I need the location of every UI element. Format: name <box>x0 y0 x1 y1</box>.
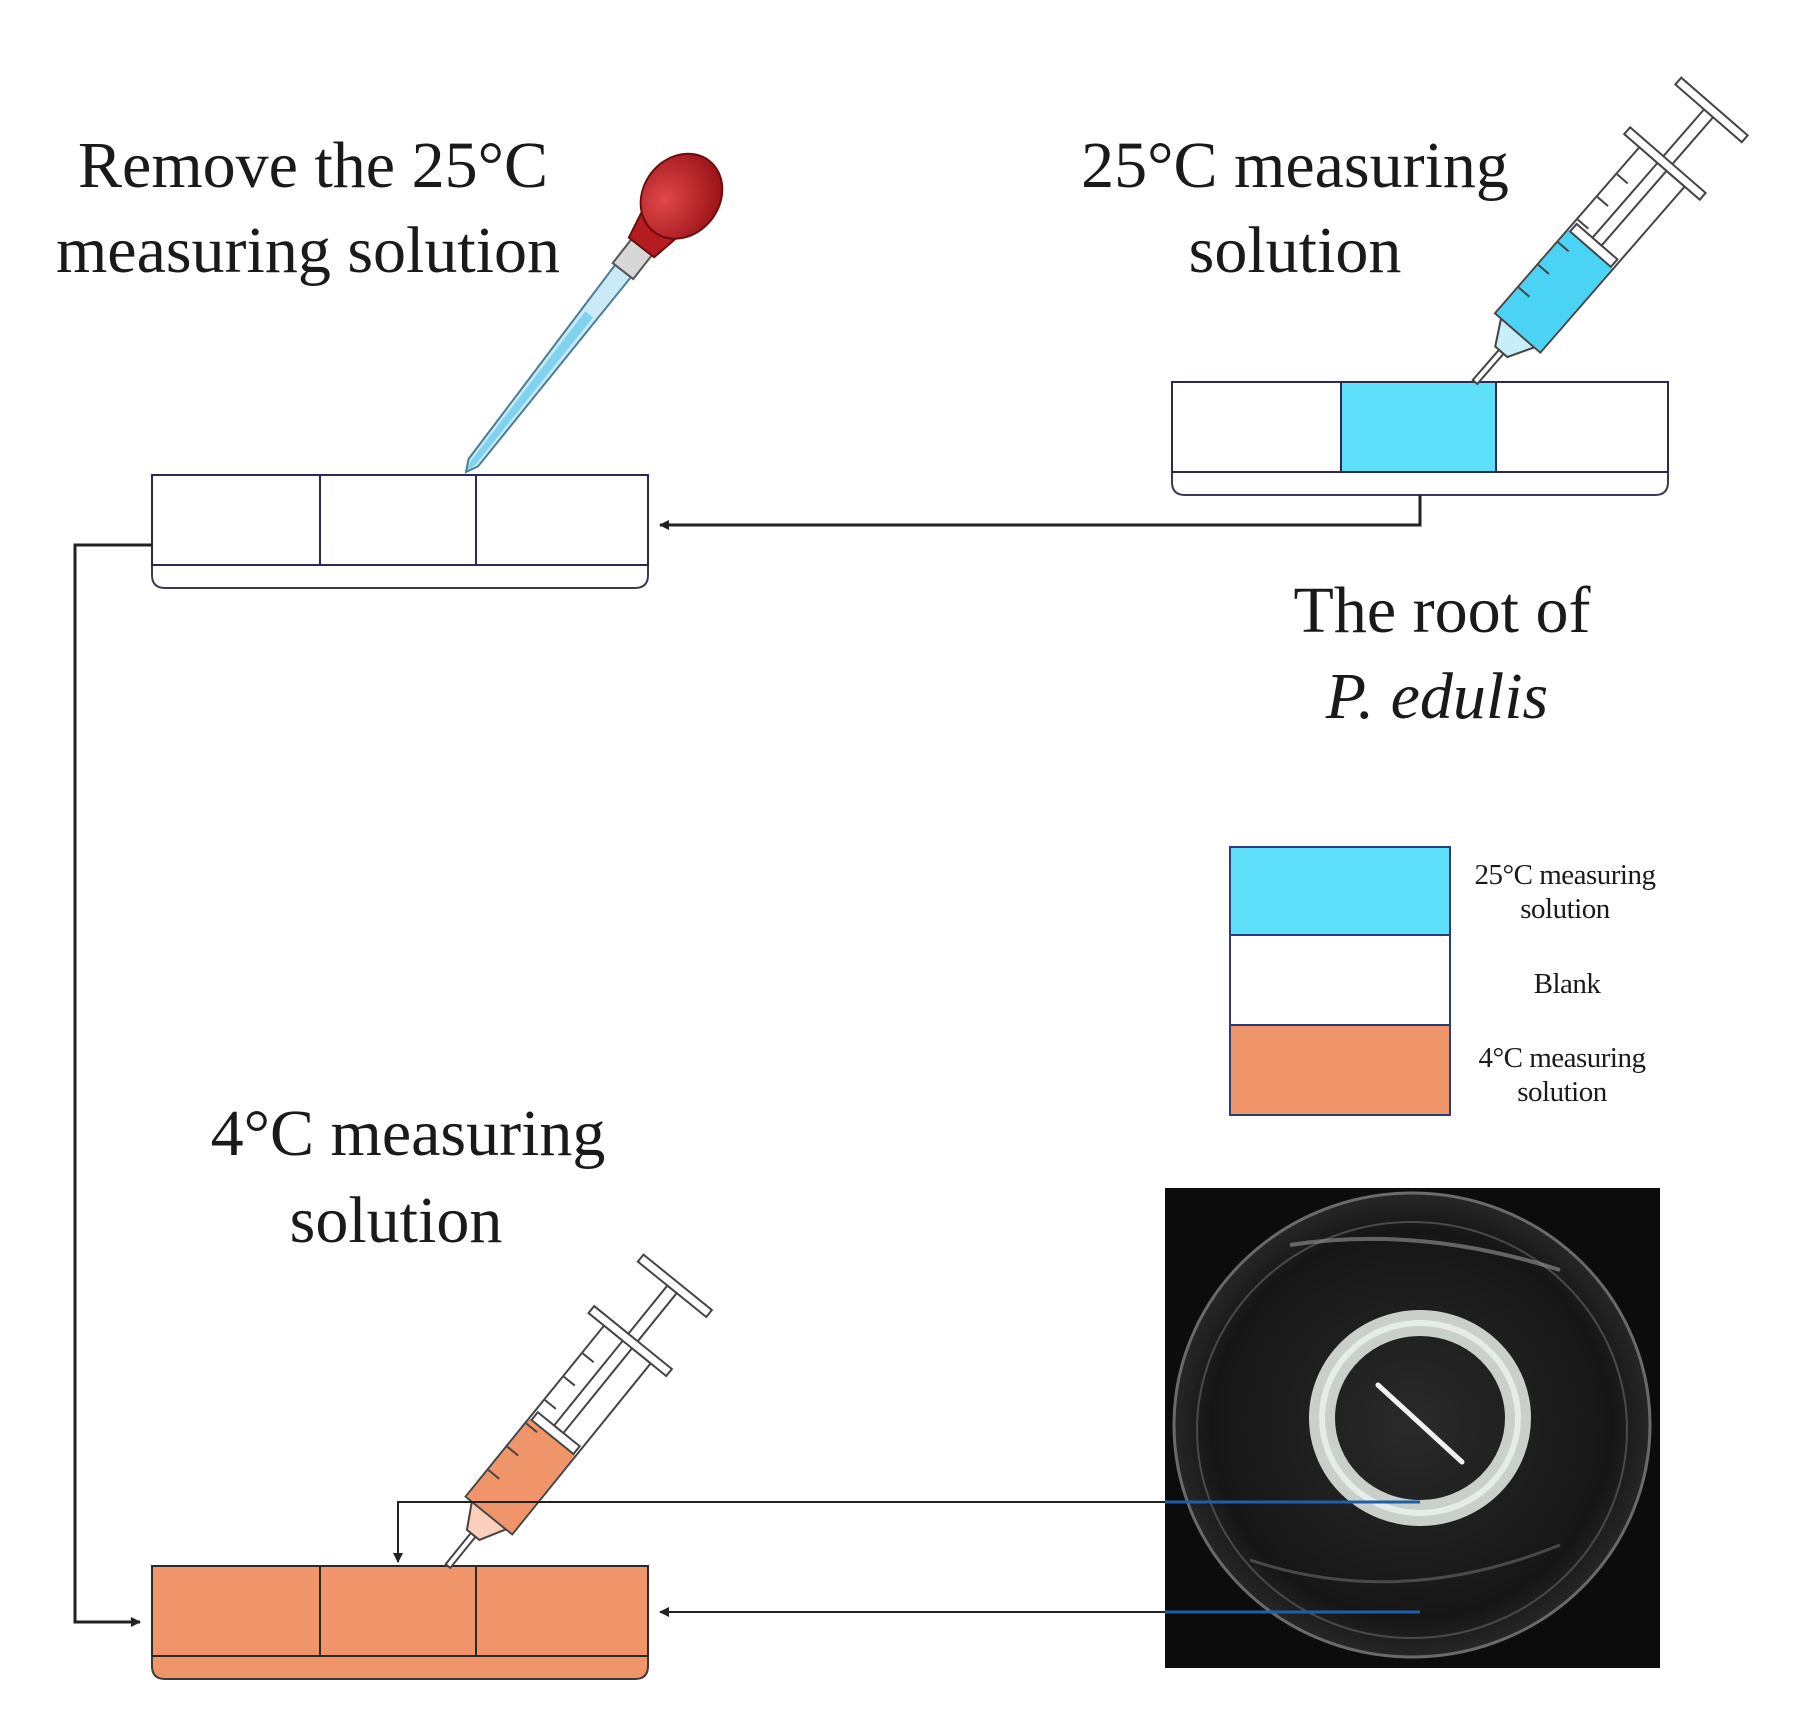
cold-solution-label-line1: 4°C measuring <box>211 1097 606 1170</box>
cold-solution-label-line2: solution <box>290 1184 503 1257</box>
warm-solution-label-line2: solution <box>1189 214 1402 287</box>
dropper-icon <box>464 152 724 474</box>
root-label-line2: P. edulis <box>1325 660 1548 733</box>
arrow-ring-to-middle-well <box>393 1501 1165 1563</box>
top-right-tray <box>1171 381 1669 496</box>
syringe-icon <box>444 1253 714 1570</box>
top-left-tray <box>151 474 649 589</box>
arrow-top-right-to-top-left <box>659 495 1422 530</box>
legend-warm-line2: solution <box>1520 893 1610 925</box>
legend-cold-line2: solution <box>1517 1076 1607 1108</box>
root-sample <box>1375 1382 1465 1465</box>
legend-swatch-blank <box>1229 934 1451 1026</box>
remove-label-line2: measuring solution <box>56 214 560 287</box>
legend-swatch-warm <box>1229 846 1451 936</box>
root-label-line1: The root of <box>1294 574 1591 647</box>
remove-label-line1: Remove the 25°C <box>78 129 548 202</box>
legend-swatch-cold <box>1229 1024 1451 1116</box>
legend-warm-line1: 25°C measuring <box>1475 859 1656 891</box>
legend: 25°C measuring solution Blank 4°C measur… <box>1229 846 1656 1116</box>
petri-dish-photo <box>1165 1188 1660 1668</box>
legend-cold-line1: 4°C measuring <box>1479 1042 1646 1074</box>
syringe-icon <box>1471 76 1750 386</box>
legend-blank: Blank <box>1534 968 1602 1000</box>
warm-solution-label-line1: 25°C measuring <box>1081 129 1509 202</box>
bottom-tray <box>151 1565 649 1680</box>
arrow-top-left-to-bottom-tray <box>73 543 152 1627</box>
